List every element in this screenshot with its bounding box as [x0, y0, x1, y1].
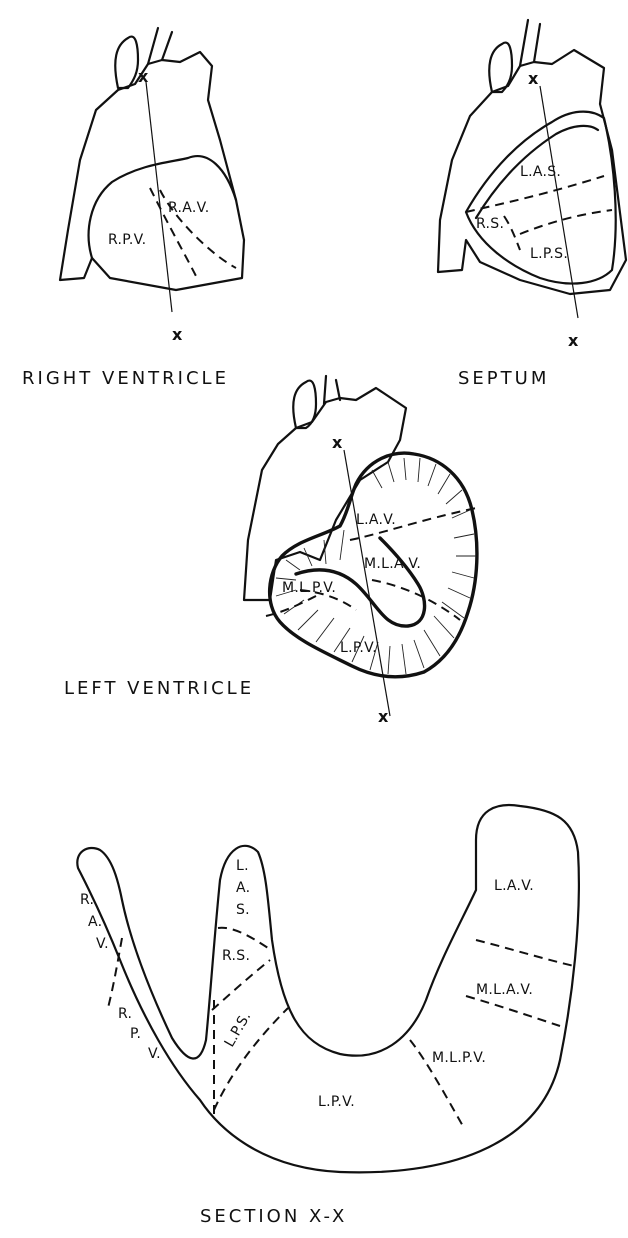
lv-label-lpv: L.P.V.	[340, 640, 377, 656]
septum-boundary-lower	[520, 210, 612, 234]
section-b-lav-mlav	[476, 940, 574, 966]
section-b-mlav-mlpv	[466, 996, 560, 1026]
section-label-rpv-1: R.	[118, 1006, 132, 1022]
section-label-lpv: L.P.V.	[318, 1094, 355, 1110]
rv-aorta	[115, 37, 138, 88]
lv-boundary-mlav	[372, 580, 460, 620]
septum-vessel-left	[520, 20, 528, 66]
section-label-rav-1: R.	[80, 892, 94, 908]
rv-label-rpv: R.P.V.	[108, 232, 146, 248]
lv-vessel-right	[336, 380, 340, 400]
section-label-las-2: A.	[236, 880, 250, 896]
left-ventricle-figure: x x L.A.V. M.L.A.V. M.L.P.V. L.P.V. LEFT…	[64, 376, 477, 726]
lv-vessel-left	[324, 376, 326, 404]
lv-x-top: x	[332, 433, 343, 452]
section-label-mlpv: M.L.P.V.	[432, 1050, 486, 1066]
section-label-lav: L.A.V.	[494, 878, 534, 894]
lv-label-mlav: M.L.A.V.	[364, 556, 421, 572]
caption-section: SECTION X-X	[200, 1206, 347, 1227]
septum-x-top: x	[528, 69, 539, 88]
section-label-rpv-3: V.	[148, 1046, 161, 1062]
caption-right-ventricle: RIGHT VENTRICLE	[22, 368, 229, 389]
section-label-rav-2: A.	[88, 914, 102, 930]
section-b-las-rs	[218, 928, 268, 948]
lv-x-axis	[344, 450, 390, 716]
section-label-rav-3: V.	[96, 936, 109, 952]
rv-vessel-right	[162, 32, 172, 60]
rv-label-rav: R.A.V.	[168, 200, 209, 216]
section-label-rs: R.S.	[222, 948, 250, 964]
section-label-rpv-2: P.	[130, 1026, 141, 1042]
section-b-lps-lpv	[214, 1008, 288, 1110]
section-label-lps: L.P.S.	[222, 1009, 255, 1050]
section-xx-figure: R. A. V. R. P. V. L. A. S. R.S. L.P.S. L…	[77, 805, 579, 1227]
septum-vessel-right	[534, 24, 540, 62]
caption-left-ventricle: LEFT VENTRICLE	[64, 678, 254, 699]
lv-x-bottom: x	[378, 707, 389, 726]
caption-septum: SEPTUM	[458, 368, 549, 389]
rv-x-top: x	[138, 67, 149, 86]
right-ventricle-figure: x x R.A.V. R.P.V. RIGHT VENTRICLE	[22, 28, 244, 389]
rv-vessel-left	[148, 28, 158, 64]
section-label-las-1: L.	[236, 858, 249, 874]
septum-x-bottom: x	[568, 331, 579, 350]
rv-x-bottom: x	[172, 325, 183, 344]
section-label-mlav: M.L.A.V.	[476, 982, 533, 998]
section-label-las-3: S.	[236, 902, 250, 918]
septum-figure: x x L.A.S. R.S. L.P.S. SEPTUM	[438, 20, 626, 389]
lv-label-lav: L.A.V.	[356, 512, 396, 528]
lv-label-mlpv: M.L.P.V.	[282, 580, 336, 596]
septum-label-las: L.A.S.	[520, 164, 561, 180]
rv-heart-outline	[60, 52, 244, 290]
rv-x-axis	[146, 82, 172, 312]
septum-label-lps: L.P.S.	[530, 246, 568, 262]
section-b-rs-lps	[212, 960, 270, 1010]
septum-label-rs: R.S.	[476, 216, 504, 232]
septum-boundary-rs	[504, 216, 520, 250]
